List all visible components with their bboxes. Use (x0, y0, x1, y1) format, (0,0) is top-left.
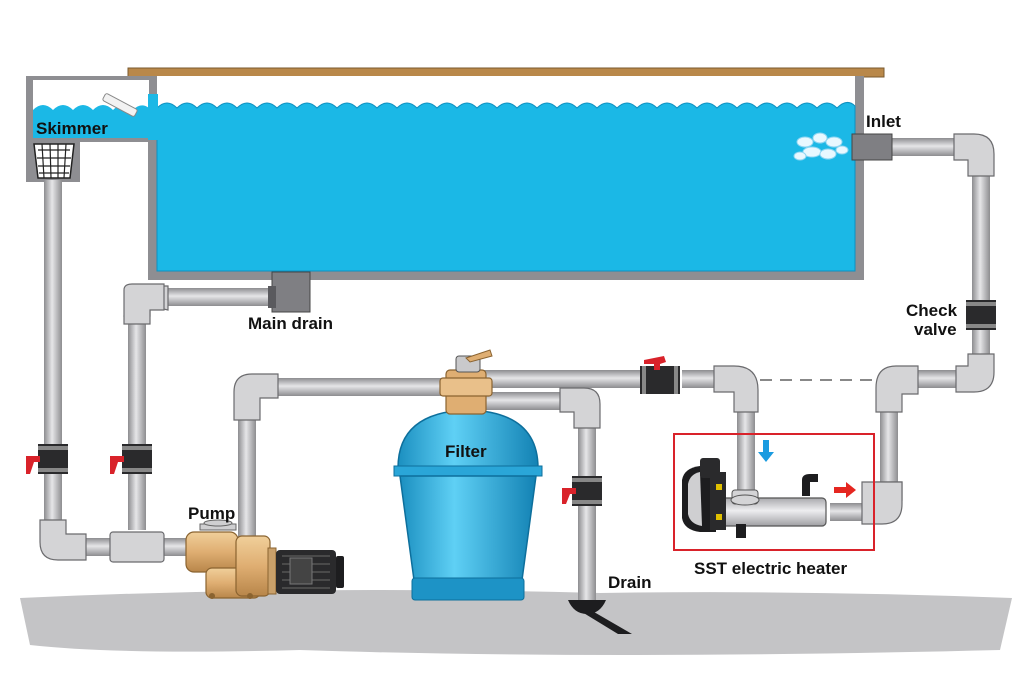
sand-filter (393, 349, 543, 601)
label-pump: Pump (188, 504, 235, 523)
inlet-bubbles (793, 132, 849, 161)
pool-water (156, 102, 856, 272)
label-skimmer: Skimmer (36, 119, 108, 138)
floor-drain (568, 600, 632, 634)
skimmer (26, 76, 158, 182)
inlet-fitting (851, 133, 893, 161)
label-heater: SST electric heater (694, 559, 847, 578)
pipes (44, 138, 990, 602)
ball-valve-icon (26, 444, 68, 474)
pump (185, 519, 344, 599)
label-drain: Drain (608, 573, 651, 592)
heater-highlight-box (673, 433, 875, 551)
check-valve (966, 300, 996, 330)
skimmer-basket-icon (33, 143, 75, 179)
label-inlet: Inlet (866, 112, 901, 131)
pipe-elbows (39, 133, 995, 561)
label-filter: Filter (445, 442, 487, 461)
flow-arrow-down-icon (758, 440, 774, 462)
label-check-valve-line1: Check (906, 301, 958, 320)
label-main-drain: Main drain (248, 314, 333, 333)
ground (20, 589, 1012, 655)
ball-valve-icon (562, 476, 602, 506)
pipe-tee (109, 531, 165, 563)
pool-deck (127, 67, 885, 78)
sst-electric-heater (682, 458, 827, 538)
ball-valve-icon (110, 444, 152, 474)
label-check-valve-line2: valve (914, 320, 957, 339)
ball-valve-icon (640, 356, 680, 394)
flow-arrow-right-icon (834, 482, 856, 498)
main-drain-fitting (268, 271, 311, 313)
